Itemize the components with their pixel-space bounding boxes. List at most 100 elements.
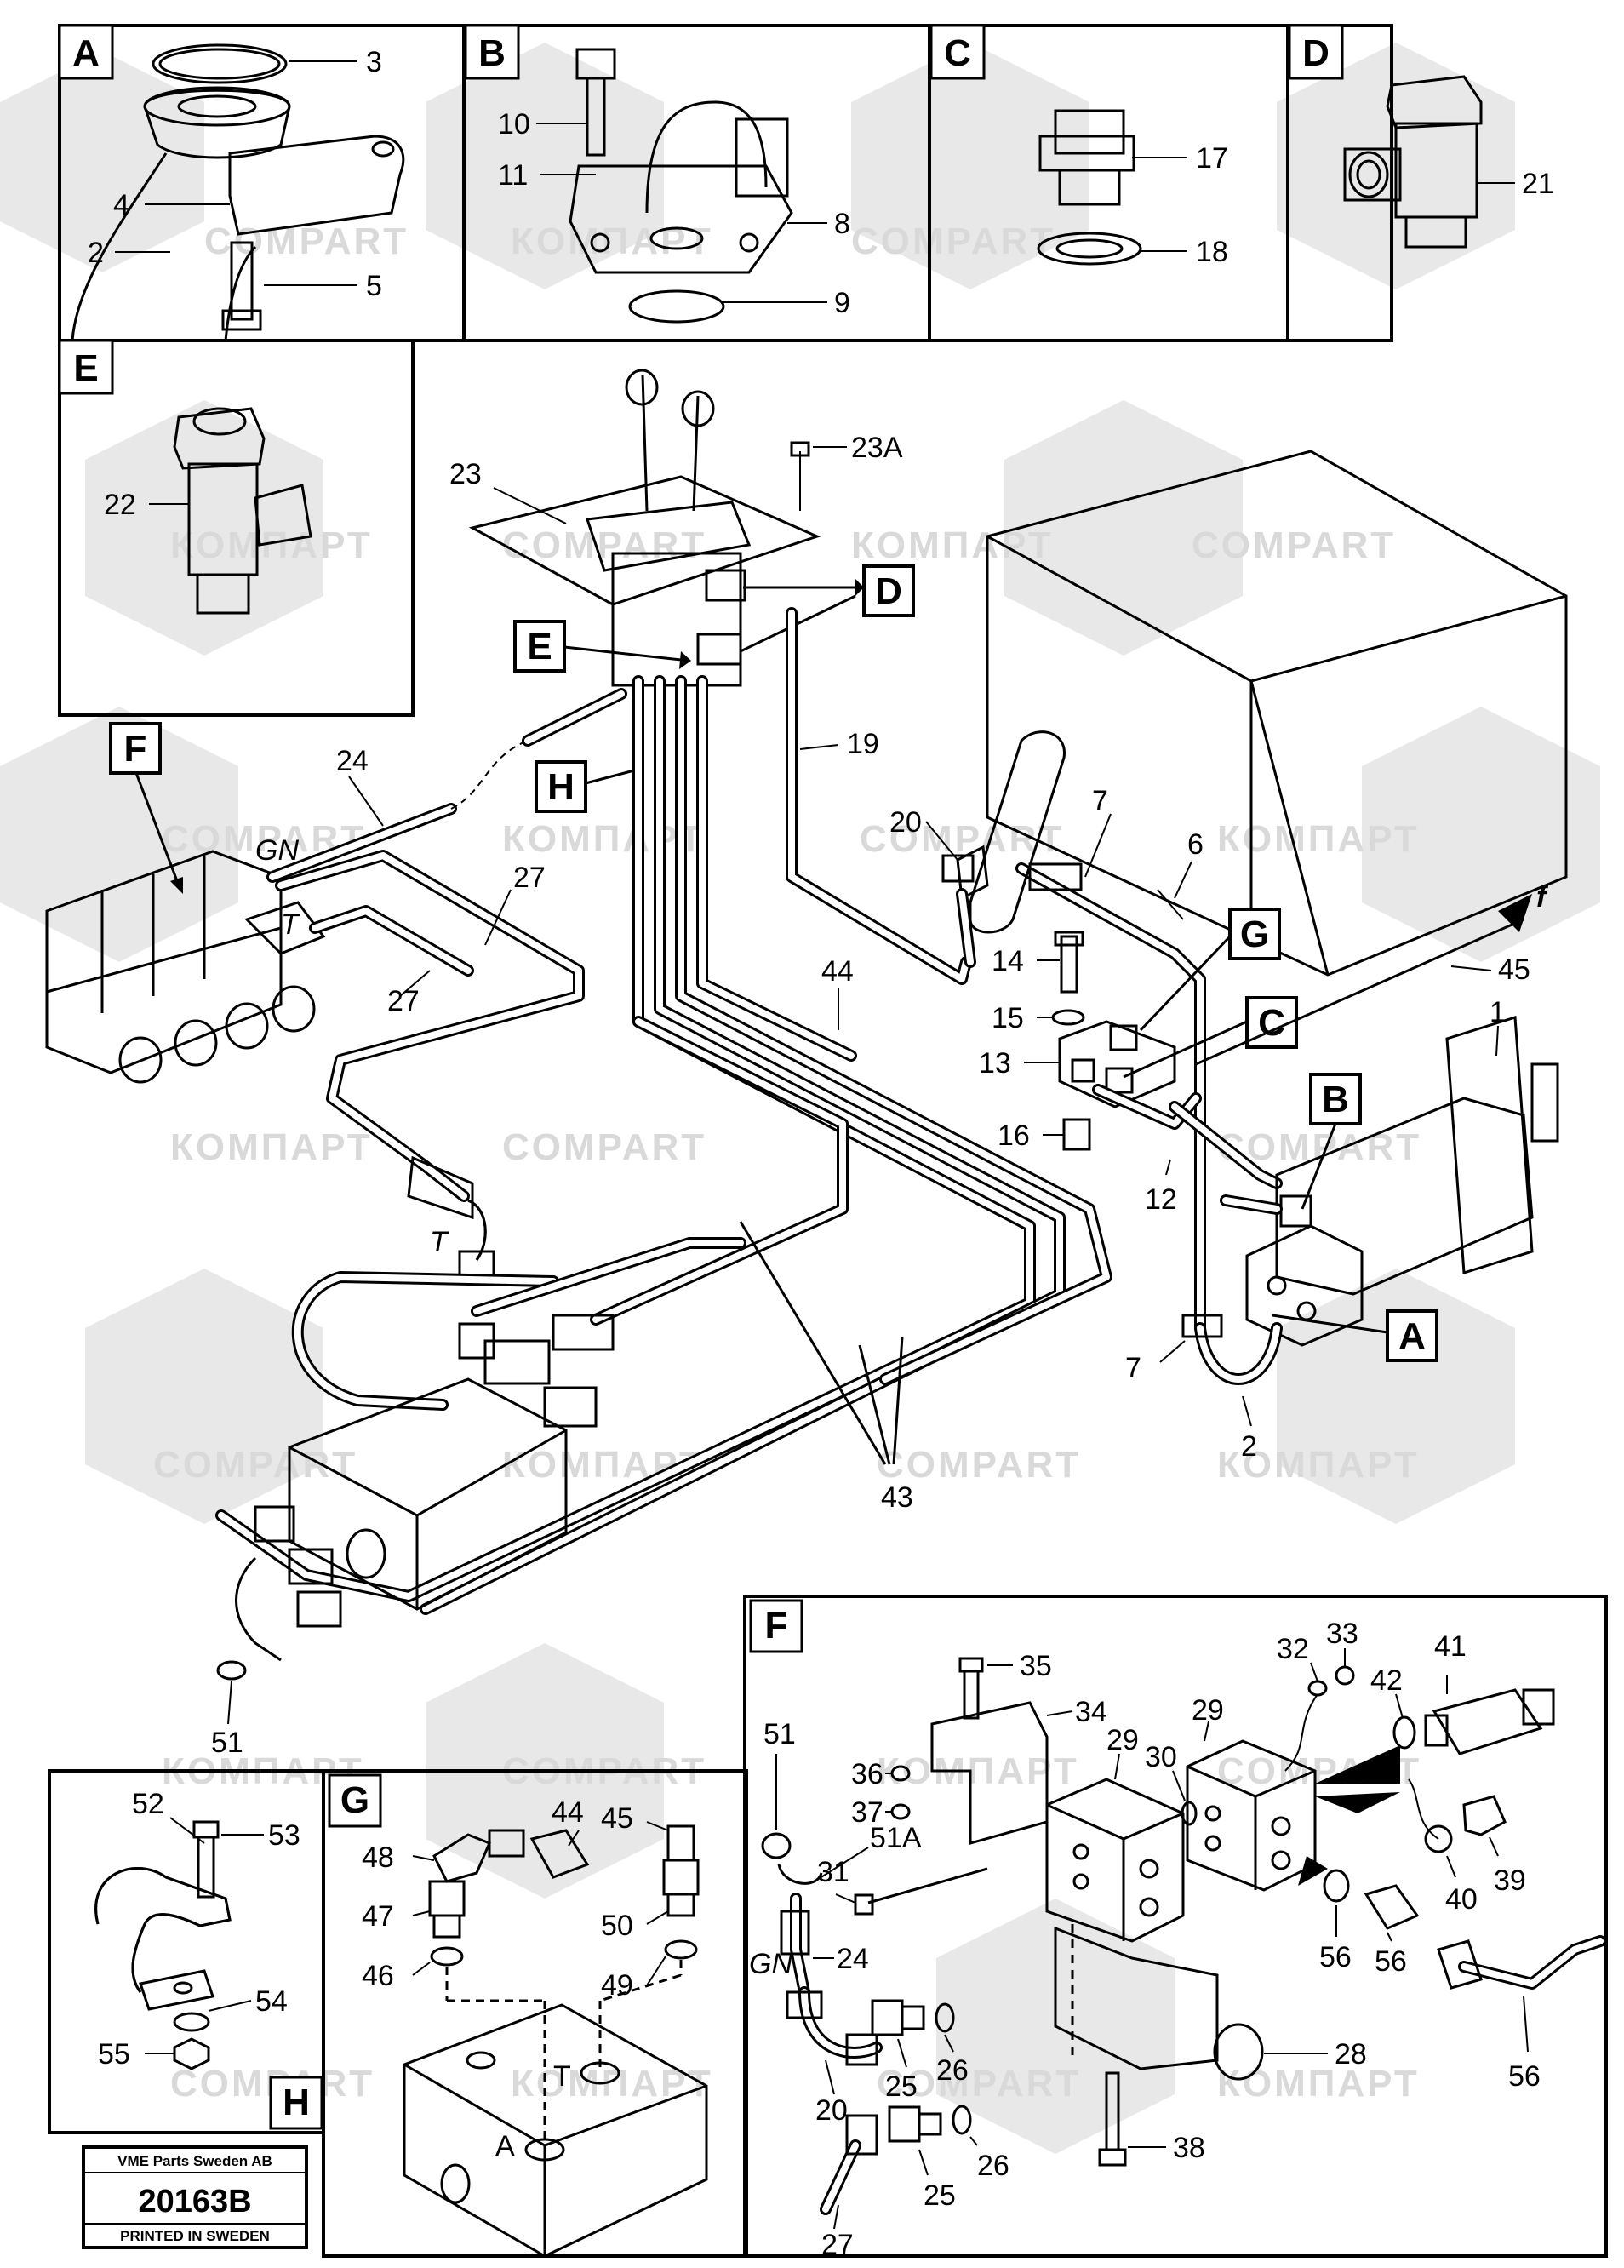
clamp-51 bbox=[216, 1556, 282, 1681]
f-part-label-27: 27 bbox=[821, 2229, 854, 2261]
stamp-company: VME Parts Sweden AB bbox=[117, 2153, 272, 2169]
callout-d-box bbox=[862, 564, 915, 617]
part-label-f: f bbox=[1536, 881, 1549, 914]
hose-end-fitting bbox=[407, 1155, 495, 1279]
detail-b: B 10 11 8 9 bbox=[464, 24, 850, 324]
detail-e: E 22 bbox=[58, 339, 415, 717]
callout-g: G bbox=[1240, 914, 1269, 955]
part-label-2b: 2 bbox=[1241, 1430, 1257, 1463]
hose-mark-t: T bbox=[281, 908, 300, 941]
part-label-44: 44 bbox=[821, 955, 854, 988]
f-part-label-42: 42 bbox=[1370, 1664, 1403, 1697]
f-part-label-56c: 56 bbox=[1508, 2060, 1541, 2093]
f-part-label-34: 34 bbox=[1075, 1696, 1107, 1728]
callout-e: E bbox=[527, 626, 552, 667]
watermark-text: КОМПАРТ bbox=[1217, 818, 1420, 860]
quick-coupling-41 bbox=[1424, 1688, 1555, 1755]
watermark-text: КОМПАРТ bbox=[1217, 2063, 1420, 2105]
stamp-printed: PRINTED IN SWEDEN bbox=[120, 2228, 270, 2244]
part-label-11: 11 bbox=[498, 159, 528, 192]
f-part-label-28: 28 bbox=[1335, 2038, 1367, 2070]
f-part-label-56a: 56 bbox=[1319, 1941, 1352, 1973]
pipe-flange-drawing bbox=[71, 43, 405, 341]
section-d-label: D bbox=[1302, 32, 1330, 74]
callout-f: F bbox=[124, 728, 147, 770]
g-port-t: T bbox=[553, 2060, 571, 2093]
tee-fitting-drawing bbox=[1343, 75, 1483, 249]
pipe-bundle-43 bbox=[215, 607, 1112, 1615]
g-part-label-46: 46 bbox=[362, 1960, 394, 1992]
watermark-text: КОМПАРТ bbox=[1217, 1444, 1420, 1486]
hose-mark-t2: T bbox=[430, 1226, 449, 1258]
hose-mark-gn: GN bbox=[255, 834, 299, 867]
g-part-label-45: 45 bbox=[601, 1802, 633, 1835]
f-part-label-51a: 51A bbox=[870, 1822, 922, 1854]
part-label-15: 15 bbox=[992, 1002, 1024, 1034]
g-part-label-49: 49 bbox=[601, 1969, 633, 2002]
f-part-label-32: 32 bbox=[1277, 1633, 1309, 1665]
main-assembly: 23 23A D E H bbox=[45, 369, 1568, 1759]
section-c-label: C bbox=[944, 32, 971, 74]
part-label-23: 23 bbox=[449, 458, 482, 490]
section-g-tag bbox=[328, 1773, 382, 1828]
g-part-label-48: 48 bbox=[362, 1841, 394, 1874]
watermark-text: КОМПАРТ bbox=[170, 524, 373, 566]
watermark-text: COMPART bbox=[1192, 524, 1396, 566]
detail-f: F 35 34 36 37 51 51A 31 24 GN bbox=[743, 1595, 1608, 2261]
f-mark-gn: GN bbox=[749, 1948, 792, 1980]
watermark-text: COMPART bbox=[851, 220, 1055, 262]
f-part-label-56b: 56 bbox=[1375, 1945, 1407, 1978]
part-label-21: 21 bbox=[1522, 168, 1554, 200]
part-label-20: 20 bbox=[889, 806, 922, 839]
section-b-label: B bbox=[478, 32, 506, 74]
g-part-label-47: 47 bbox=[362, 1900, 394, 1933]
callout-h: H bbox=[547, 766, 575, 808]
part-label-14: 14 bbox=[992, 945, 1024, 977]
part-label-27b: 27 bbox=[387, 985, 420, 1017]
stamp-frame bbox=[82, 2145, 308, 2249]
callout-b-box bbox=[1309, 1073, 1362, 1125]
f-part-label-37: 37 bbox=[851, 1796, 883, 1829]
detail-d: D 21 bbox=[1288, 24, 1554, 249]
part-label-24: 24 bbox=[336, 745, 369, 777]
callout-e-box bbox=[513, 620, 566, 673]
callout-g-box bbox=[1228, 908, 1281, 960]
detail-h: 52 53 54 55 H bbox=[48, 1769, 325, 2134]
f-part-label-51: 51 bbox=[763, 1718, 796, 1750]
watermark-text: COMPART bbox=[877, 1444, 1081, 1486]
detail-a: A 3 4 2 5 bbox=[58, 24, 405, 341]
callout-h-box bbox=[535, 760, 587, 813]
f-part-label-26a: 26 bbox=[936, 2054, 969, 2087]
part-label-12: 12 bbox=[1145, 1183, 1177, 1216]
section-h-label: H bbox=[283, 2082, 310, 2123]
f-part-label-35: 35 bbox=[1020, 1650, 1052, 1682]
watermark-text: КОМПАРТ bbox=[502, 818, 705, 860]
part-label-7a: 7 bbox=[1092, 785, 1108, 817]
h-part-label-53: 53 bbox=[268, 1819, 300, 1852]
f-part-label-25a: 25 bbox=[885, 2070, 918, 2103]
tee-adapter-drawing bbox=[173, 407, 312, 615]
part-label-27a: 27 bbox=[513, 862, 546, 894]
detail-strip-top: A 3 4 2 5 bbox=[58, 24, 1554, 342]
elbow-20 bbox=[941, 845, 989, 901]
f-part-label-30: 30 bbox=[1145, 1741, 1177, 1773]
manifold-block-g bbox=[403, 2003, 708, 2258]
g-part-label-50: 50 bbox=[601, 1910, 633, 1942]
pipe-clamp-drawing bbox=[94, 1820, 232, 2011]
section-a-label: A bbox=[72, 32, 100, 74]
section-e-tag bbox=[58, 339, 114, 395]
detail-h-frame bbox=[48, 1769, 325, 2134]
part-label-17: 17 bbox=[1196, 142, 1228, 175]
part-label-7b: 7 bbox=[1125, 1352, 1141, 1384]
f-part-label-29a: 29 bbox=[1192, 1694, 1224, 1727]
adapter-nipple-drawing bbox=[1037, 109, 1142, 266]
f-part-label-31: 31 bbox=[817, 1856, 849, 1888]
f-part-label-41: 41 bbox=[1434, 1630, 1467, 1663]
watermark-text: КОМПАРТ bbox=[851, 524, 1054, 566]
part-label-18: 18 bbox=[1196, 236, 1228, 268]
detail-strip-frame bbox=[58, 24, 1393, 342]
f-part-label-29b: 29 bbox=[1106, 1724, 1139, 1756]
callout-f-box bbox=[109, 722, 162, 775]
section-e-label: E bbox=[73, 347, 98, 389]
part-label-1: 1 bbox=[1490, 996, 1506, 1028]
